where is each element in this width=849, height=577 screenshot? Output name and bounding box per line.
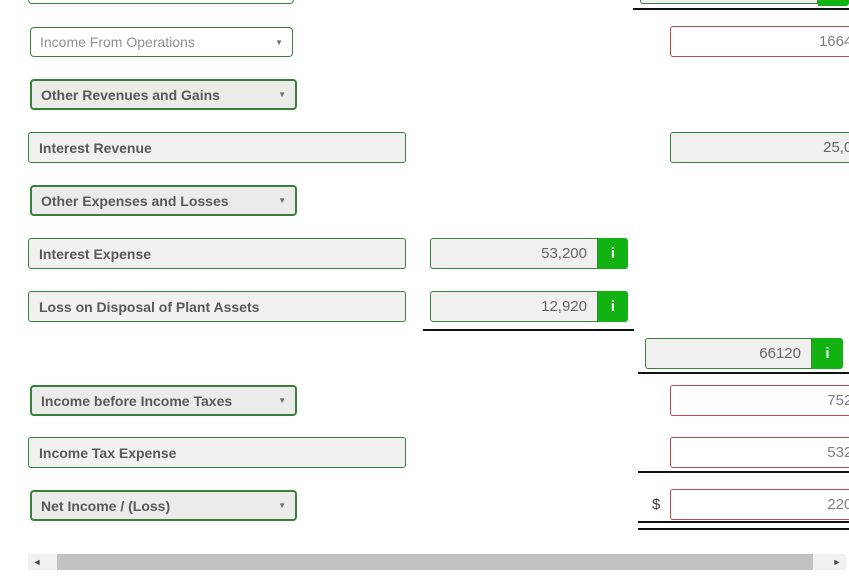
info-icon: i	[825, 345, 830, 362]
scroll-left-icon: ◄	[32, 557, 42, 567]
loss-on-disposal-amount-input[interactable]	[430, 291, 598, 322]
chevron-down-icon: ▼	[275, 37, 283, 47]
scroll-right-button[interactable]: ►	[828, 554, 846, 570]
total-other-expenses-info-button[interactable]: i	[812, 338, 843, 369]
info-icon: i	[610, 298, 616, 315]
select-other-revenues-and-gains[interactable]: Other Revenues and Gains ▼	[30, 79, 297, 110]
chevron-down-icon: ▼	[278, 196, 286, 205]
scroll-right-icon: ►	[832, 557, 842, 567]
net-income-amount-input[interactable]	[670, 489, 849, 520]
select-income-before-income-taxes[interactable]: Income before Income Taxes ▼	[30, 385, 297, 416]
partial-select-top[interactable]	[28, 0, 294, 4]
income-tax-expense-amount-input[interactable]	[670, 437, 849, 468]
select-income-from-operations-label: Income From Operations	[40, 34, 195, 50]
chevron-down-icon: ▼	[278, 501, 286, 510]
info-button-top[interactable]: i	[818, 0, 849, 6]
scrollbar-thumb[interactable]	[57, 554, 813, 570]
select-other-expenses-and-losses[interactable]: Other Expenses and Losses ▼	[30, 185, 297, 216]
loss-on-disposal-label-input[interactable]	[28, 291, 406, 322]
interest-revenue-label-input[interactable]	[28, 132, 406, 163]
chevron-down-icon: ▼	[278, 90, 286, 99]
interest-revenue-amount-input[interactable]	[670, 132, 849, 163]
scroll-left-button[interactable]: ◄	[28, 554, 46, 570]
horizontal-scrollbar[interactable]: ◄ ►	[28, 554, 846, 570]
select-income-before-income-taxes-label: Income before Income Taxes	[41, 392, 233, 409]
loss-on-disposal-info-button[interactable]: i	[598, 291, 628, 322]
select-other-revenues-and-gains-label: Other Revenues and Gains	[41, 86, 220, 103]
subtotal-rule-right-column	[638, 372, 849, 374]
currency-symbol: $	[652, 496, 661, 513]
subtotal-rule-middle-column	[423, 329, 634, 331]
interest-expense-amount-input[interactable]	[430, 238, 598, 269]
partial-amount-input-top[interactable]	[640, 0, 818, 4]
interest-expense-info-button[interactable]: i	[598, 238, 628, 269]
subtotal-rule-income-taxes	[638, 471, 849, 473]
total-other-expenses-amount-input[interactable]	[645, 338, 812, 369]
grand-total-double-rule	[638, 521, 849, 530]
select-net-income-loss[interactable]: Net Income / (Loss) ▼	[30, 490, 297, 521]
select-income-from-operations[interactable]: Income From Operations ▼	[30, 27, 293, 57]
select-net-income-loss-label: Net Income / (Loss)	[41, 497, 171, 514]
interest-expense-label-input[interactable]	[28, 238, 406, 269]
info-icon: i	[610, 245, 616, 262]
income-tax-expense-label-input[interactable]	[28, 437, 406, 468]
select-other-expenses-and-losses-label: Other Expenses and Losses	[41, 192, 229, 209]
income-from-operations-amount-input[interactable]	[670, 26, 849, 57]
chevron-down-icon: ▼	[278, 396, 286, 405]
income-before-income-taxes-amount-input[interactable]	[670, 385, 849, 416]
subtotal-rule-top	[633, 8, 849, 10]
